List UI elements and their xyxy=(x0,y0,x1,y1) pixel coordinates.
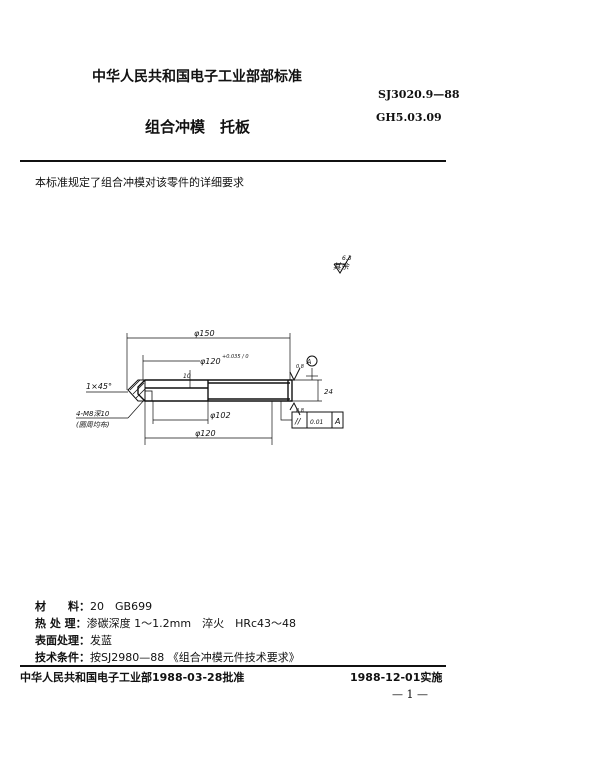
dim-hole-circle: φ120 xyxy=(195,429,216,438)
part-section xyxy=(127,379,293,402)
dim-recess-depth: 10 xyxy=(183,373,191,380)
datum-label: A xyxy=(306,358,312,366)
holes-spec: 4-M8深10 xyxy=(76,410,110,418)
holes-note: (圆周均布) xyxy=(76,421,110,429)
roughness-symbol xyxy=(333,255,351,274)
chamfer: 1×45° xyxy=(86,382,112,391)
dim-recess: φ120 xyxy=(200,357,221,366)
intro-text: 本标准规定了组合冲模对该零件的详细要求 xyxy=(35,176,244,189)
roughness-default: 6.3 xyxy=(342,255,352,262)
document-title: 组合冲模 托板 xyxy=(145,118,251,136)
datum-a-circle xyxy=(306,355,318,367)
page-number: — 1 — xyxy=(392,688,428,701)
standard-number: SJ3020.9—88 xyxy=(378,88,460,101)
roughness-note: 其余 xyxy=(333,262,350,271)
spec-technical: 技术条件：按SJ2980—88 《组合冲模元件技术要求》 xyxy=(35,651,300,664)
roughness-top xyxy=(289,367,301,382)
spec-heat-treatment: 热 处 理：渗碳深度 1～1.2mm 淬火 HRc43～48 xyxy=(35,617,297,630)
approval-note: 中华人民共和国电子工业部1988-03-28批准 xyxy=(20,671,245,684)
section-hatch xyxy=(129,379,153,402)
internal-number: GH5.03.09 xyxy=(376,111,442,124)
tolerance-value: 0.01 xyxy=(310,419,323,426)
tolerance-datum: A xyxy=(334,417,340,426)
dim-thickness: 24 xyxy=(324,388,333,396)
header-divider xyxy=(20,160,446,162)
dim-outer: φ150 xyxy=(194,329,215,338)
roughness-bottom-value: 0.8 xyxy=(296,408,304,414)
technical-drawing: 其余 6.3 φ150 φ120 +0.035 / 0 10 φ102 φ120… xyxy=(76,255,352,445)
effective-date: 1988-12-01实施 xyxy=(350,671,443,684)
issuer: 中华人民共和国电子工业部部标准 xyxy=(92,69,302,85)
tolerance-symbol: // xyxy=(294,417,302,426)
roughness-top-value: 0.8 xyxy=(296,364,304,370)
dim-recess-tol: +0.035 / 0 xyxy=(222,354,249,360)
dim-inner: φ102 xyxy=(210,411,231,420)
footer-divider xyxy=(20,665,446,667)
roughness-bottom xyxy=(289,401,301,416)
spec-material: 材 料：20 GB699 xyxy=(35,600,153,613)
spec-surface: 表面处理：发蓝 xyxy=(35,634,112,647)
tolerance-frame xyxy=(291,411,344,429)
